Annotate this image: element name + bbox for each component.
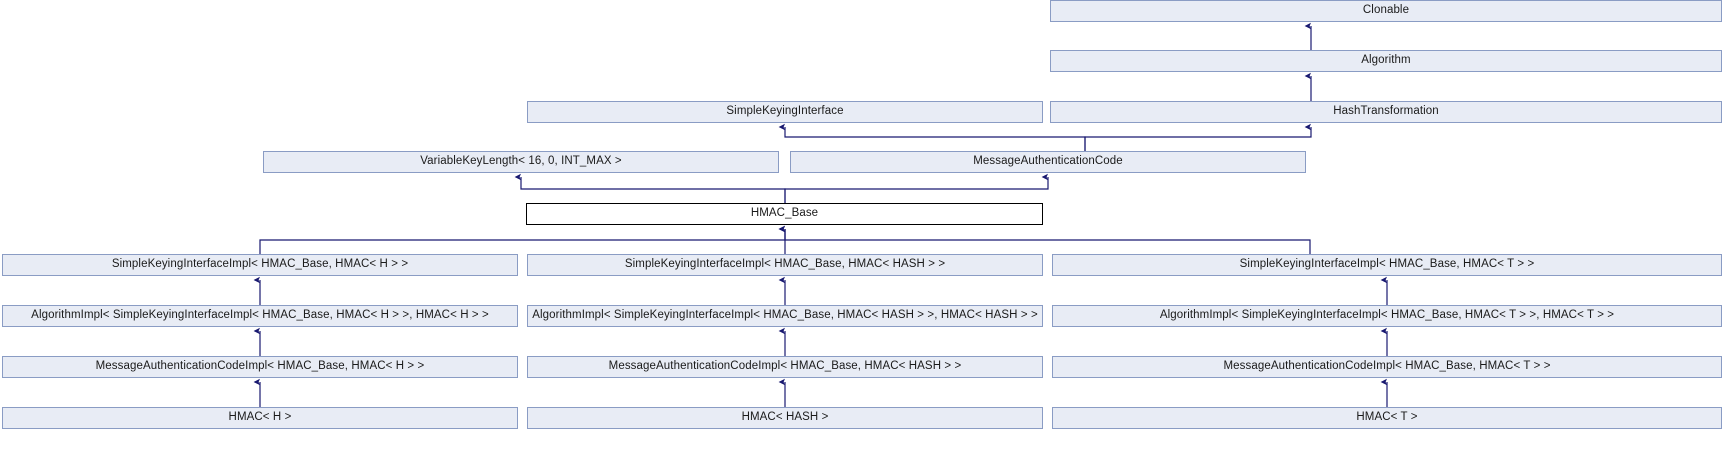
class-node-label: MessageAuthenticationCode: [973, 155, 1123, 168]
class-node-label: HMAC< HASH >: [741, 411, 829, 424]
class-node-ski-impl-hash[interactable]: SimpleKeyingInterfaceImpl< HMAC_Base, HM…: [527, 254, 1043, 276]
class-node-algo-impl-hash[interactable]: AlgorithmImpl< SimpleKeyingInterfaceImpl…: [527, 305, 1043, 327]
class-node-label: SimpleKeyingInterfaceImpl< HMAC_Base, HM…: [111, 258, 409, 271]
class-node-mac-impl-hash[interactable]: MessageAuthenticationCodeImpl< HMAC_Base…: [527, 356, 1043, 378]
class-node-algorithm[interactable]: Algorithm: [1050, 50, 1722, 72]
class-node-label: HMAC< H >: [228, 411, 292, 424]
inheritance-edge: [259, 225, 786, 254]
class-node-variable-key-length[interactable]: VariableKeyLength< 16, 0, INT_MAX >: [263, 151, 779, 173]
inheritance-edge: [1084, 123, 1312, 151]
inheritance-edge: [778, 225, 1311, 254]
class-node-hmac-h[interactable]: HMAC< H >: [2, 407, 518, 429]
class-node-label: SimpleKeyingInterfaceImpl< HMAC_Base, HM…: [624, 258, 946, 271]
class-node-clonable[interactable]: Clonable: [1050, 0, 1722, 22]
class-node-label: MessageAuthenticationCodeImpl< HMAC_Base…: [608, 360, 962, 373]
inheritance-edge: [778, 123, 1086, 151]
class-node-label: HashTransformation: [1333, 105, 1439, 118]
class-node-label: Algorithm: [1361, 54, 1411, 67]
class-node-simple-keying-interface[interactable]: SimpleKeyingInterface: [527, 101, 1043, 123]
class-node-hmac-base: HMAC_Base: [526, 203, 1043, 225]
class-node-label: AlgorithmImpl< SimpleKeyingInterfaceImpl…: [1159, 309, 1615, 322]
class-node-ski-impl-t[interactable]: SimpleKeyingInterfaceImpl< HMAC_Base, HM…: [1052, 254, 1722, 276]
class-node-mac-impl-h[interactable]: MessageAuthenticationCodeImpl< HMAC_Base…: [2, 356, 518, 378]
class-node-algo-impl-h[interactable]: AlgorithmImpl< SimpleKeyingInterfaceImpl…: [2, 305, 518, 327]
class-node-algo-impl-t[interactable]: AlgorithmImpl< SimpleKeyingInterfaceImpl…: [1052, 305, 1722, 327]
class-node-label: AlgorithmImpl< SimpleKeyingInterfaceImpl…: [532, 309, 1038, 322]
class-node-mac-impl-t[interactable]: MessageAuthenticationCodeImpl< HMAC_Base…: [1052, 356, 1722, 378]
class-node-label: Clonable: [1362, 4, 1410, 17]
class-node-label: MessageAuthenticationCodeImpl< HMAC_Base…: [1223, 360, 1551, 373]
class-node-ski-impl-h[interactable]: SimpleKeyingInterfaceImpl< HMAC_Base, HM…: [2, 254, 518, 276]
class-node-label: AlgorithmImpl< SimpleKeyingInterfaceImpl…: [31, 309, 489, 322]
class-node-label: SimpleKeyingInterface: [726, 105, 844, 118]
class-node-hash-transformation[interactable]: HashTransformation: [1050, 101, 1722, 123]
class-node-message-authentication-code[interactable]: MessageAuthenticationCode: [790, 151, 1306, 173]
class-node-hmac-hash[interactable]: HMAC< HASH >: [527, 407, 1043, 429]
class-node-label: HMAC< T >: [1356, 411, 1418, 424]
inheritance-edge: [784, 173, 1049, 203]
inheritance-edge: [514, 173, 786, 203]
class-node-label: MessageAuthenticationCodeImpl< HMAC_Base…: [95, 360, 425, 373]
class-node-label: SimpleKeyingInterfaceImpl< HMAC_Base, HM…: [1239, 258, 1535, 271]
class-node-hmac-t[interactable]: HMAC< T >: [1052, 407, 1722, 429]
class-node-label: HMAC_Base: [750, 207, 819, 220]
class-node-label: VariableKeyLength< 16, 0, INT_MAX >: [420, 155, 622, 168]
